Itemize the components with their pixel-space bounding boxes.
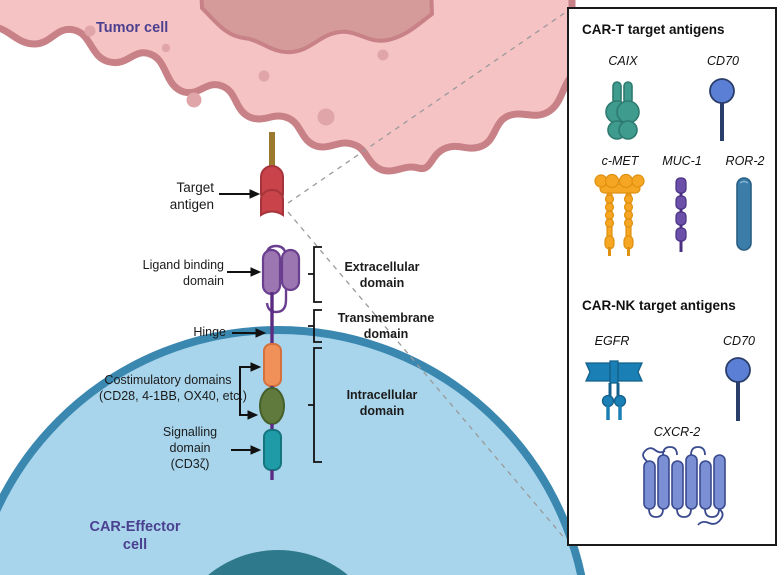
bracket-label-intracellular-line2: domain xyxy=(359,404,405,418)
target-antigen-label-line2: antigen xyxy=(169,197,214,212)
car-receptor xyxy=(259,132,301,480)
antigen-glyph-cd70-cart xyxy=(709,78,735,141)
hinge-label: Hinge xyxy=(193,325,226,339)
signalling-label-line3: (CD3ζ) xyxy=(170,457,210,471)
tumor-cell-membrane xyxy=(0,0,576,175)
effector-cell-label-line2: cell xyxy=(122,537,148,553)
antigen-label-muc1: MUC-1 xyxy=(662,154,702,168)
antigen-label-egfr: EGFR xyxy=(594,334,630,348)
connector-line-bottom xyxy=(287,211,567,541)
arrow-ligand-binding xyxy=(227,267,262,277)
bracket-intracellular xyxy=(308,347,322,463)
tumor-granule xyxy=(258,70,270,82)
antigen-label-ror2: ROR-2 xyxy=(725,154,765,168)
arrow-hinge xyxy=(232,328,267,338)
label-arrows xyxy=(219,189,267,455)
target-antigen-label-line1: Target xyxy=(176,180,214,195)
antigen-label-cd70-cart: CD70 xyxy=(707,54,739,68)
antigen-panel-box xyxy=(567,7,777,546)
ligand-binding-capsule-left xyxy=(261,248,282,296)
antigen-label-cmet: c-MET xyxy=(601,154,639,168)
bracket-label-extracellular-line2: domain xyxy=(359,276,405,290)
antigen-glyph-ror2 xyxy=(736,177,752,251)
tumor-granule xyxy=(186,92,202,108)
ligand-binding-capsule-right xyxy=(280,248,301,292)
antigen-glyph-egfr xyxy=(584,360,644,420)
tumor-granule xyxy=(317,108,335,126)
panel-heading-car-nk: CAR-NK target antigens xyxy=(582,298,736,313)
ligand-binding-label-line1: Ligand binding xyxy=(142,258,224,272)
effector-cell-label-line1: CAR-Effector xyxy=(89,519,181,535)
antigen-label-cd70-carnk: CD70 xyxy=(723,334,755,348)
costimulatory-label-line1: Costimulatory domains xyxy=(104,373,232,387)
antigen-glyph-muc1 xyxy=(675,177,687,252)
arrow-signalling xyxy=(231,445,262,455)
costimulatory-olive-domain xyxy=(259,387,285,425)
antigen-glyph-cxcr2 xyxy=(642,446,726,526)
arrow-costimulatory-orange xyxy=(239,362,262,390)
signalling-teal-domain xyxy=(263,429,282,471)
signalling-label-line2: domain xyxy=(169,441,211,455)
zoom-connector-lines xyxy=(287,11,567,541)
tumor-granule xyxy=(84,25,96,37)
panel-heading-car-t: CAR-T target antigens xyxy=(582,22,725,37)
antigen-label-caix: CAIX xyxy=(608,54,638,68)
bracket-label-intracellular-line1: Intracellular xyxy=(346,388,418,402)
antigen-glyph-cmet xyxy=(594,173,645,256)
bracket-label-transmembrane-line1: Transmembrane xyxy=(337,311,435,325)
bracket-transmembrane xyxy=(308,309,322,343)
target-antigen-lower-lobe xyxy=(260,189,284,217)
car-effector-cell xyxy=(0,326,586,575)
arrow-costimulatory-olive xyxy=(239,390,259,420)
bracket-extracellular xyxy=(308,246,322,303)
domain-brackets xyxy=(308,246,322,463)
connector-line-top xyxy=(287,11,567,204)
costimulatory-label-line2: (CD28, 4-1BB, OX40, etc.) xyxy=(99,389,247,403)
antigen-glyph-cd70-carnk xyxy=(725,357,751,421)
tumor-cell-label: Tumor cell xyxy=(96,20,169,36)
arrow-target-antigen xyxy=(219,189,261,199)
antigen-glyph-caix xyxy=(605,81,640,140)
tumor-granule xyxy=(161,43,171,53)
effector-cell-body xyxy=(0,326,586,575)
antigen-label-cxcr2: CXCR-2 xyxy=(653,425,701,439)
tumor-cell xyxy=(0,0,576,175)
transmembrane-orange-domain xyxy=(263,343,282,387)
ligand-binding-label-line2: domain xyxy=(183,274,224,288)
tumor-nucleus xyxy=(198,0,434,55)
tumor-granule xyxy=(377,49,389,61)
bracket-label-transmembrane-line2: domain xyxy=(363,327,409,341)
signalling-label-line1: Signalling xyxy=(162,425,218,439)
bracket-label-extracellular-line1: Extracellular xyxy=(344,260,420,274)
